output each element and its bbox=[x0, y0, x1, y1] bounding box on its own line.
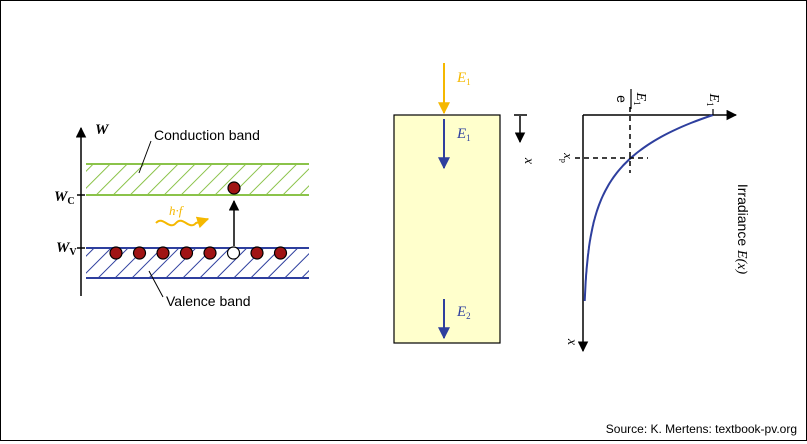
valence-band-label: Valence band bbox=[166, 293, 251, 309]
plot-x-axis-label: x bbox=[564, 338, 579, 346]
inner-light-label-bottom: E2 bbox=[456, 304, 471, 321]
depth-axis-label: x bbox=[521, 157, 536, 165]
inner-light-label-top: E1 bbox=[456, 126, 471, 143]
valence-leader-line bbox=[148, 270, 164, 298]
irradiance-axis-label: Irradiance E(x) bbox=[734, 184, 751, 275]
valence-electron bbox=[109, 246, 123, 260]
slab-diagram: E1 E1 E2 x bbox=[393, 63, 536, 344]
valence-electron bbox=[132, 246, 147, 260]
photon-wave bbox=[155, 216, 210, 229]
source-credit: Source: K. Mertens: textbook-pv.org bbox=[606, 422, 797, 436]
valence-band bbox=[86, 248, 309, 278]
valence-electron bbox=[203, 246, 217, 260]
band-diagram: W Conduction band WC Valence band WV h·f bbox=[54, 122, 309, 309]
incident-light-label: E1 bbox=[456, 70, 471, 87]
fraction-numerator: E1 bbox=[632, 91, 648, 105]
conduction-band bbox=[86, 164, 309, 195]
valence-electron bbox=[179, 246, 194, 260]
conduction-band-label: Conduction band bbox=[154, 127, 260, 143]
valence-electron bbox=[250, 246, 264, 260]
photon-label: h·f bbox=[169, 203, 185, 218]
penetration-depth-label: xp bbox=[559, 152, 576, 163]
hole bbox=[226, 246, 241, 260]
e0-label: E1 bbox=[705, 92, 721, 106]
excited-electron bbox=[227, 181, 241, 195]
absorber-slab bbox=[393, 114, 501, 344]
conduction-leader-line bbox=[138, 140, 152, 174]
valence-electron bbox=[156, 246, 170, 260]
valence-electrons bbox=[109, 246, 288, 260]
wc-label: WC bbox=[54, 189, 75, 207]
valence-electron bbox=[273, 246, 288, 260]
wv-label: WV bbox=[56, 240, 77, 258]
e0-over-e-label: E1 e bbox=[614, 89, 648, 109]
decay-plot: E1 E1 e xp x Irradiance E(x) bbox=[559, 89, 751, 353]
decay-curve bbox=[583, 114, 714, 302]
energy-axis-label: W bbox=[95, 122, 110, 138]
fraction-denominator: e bbox=[614, 95, 630, 103]
